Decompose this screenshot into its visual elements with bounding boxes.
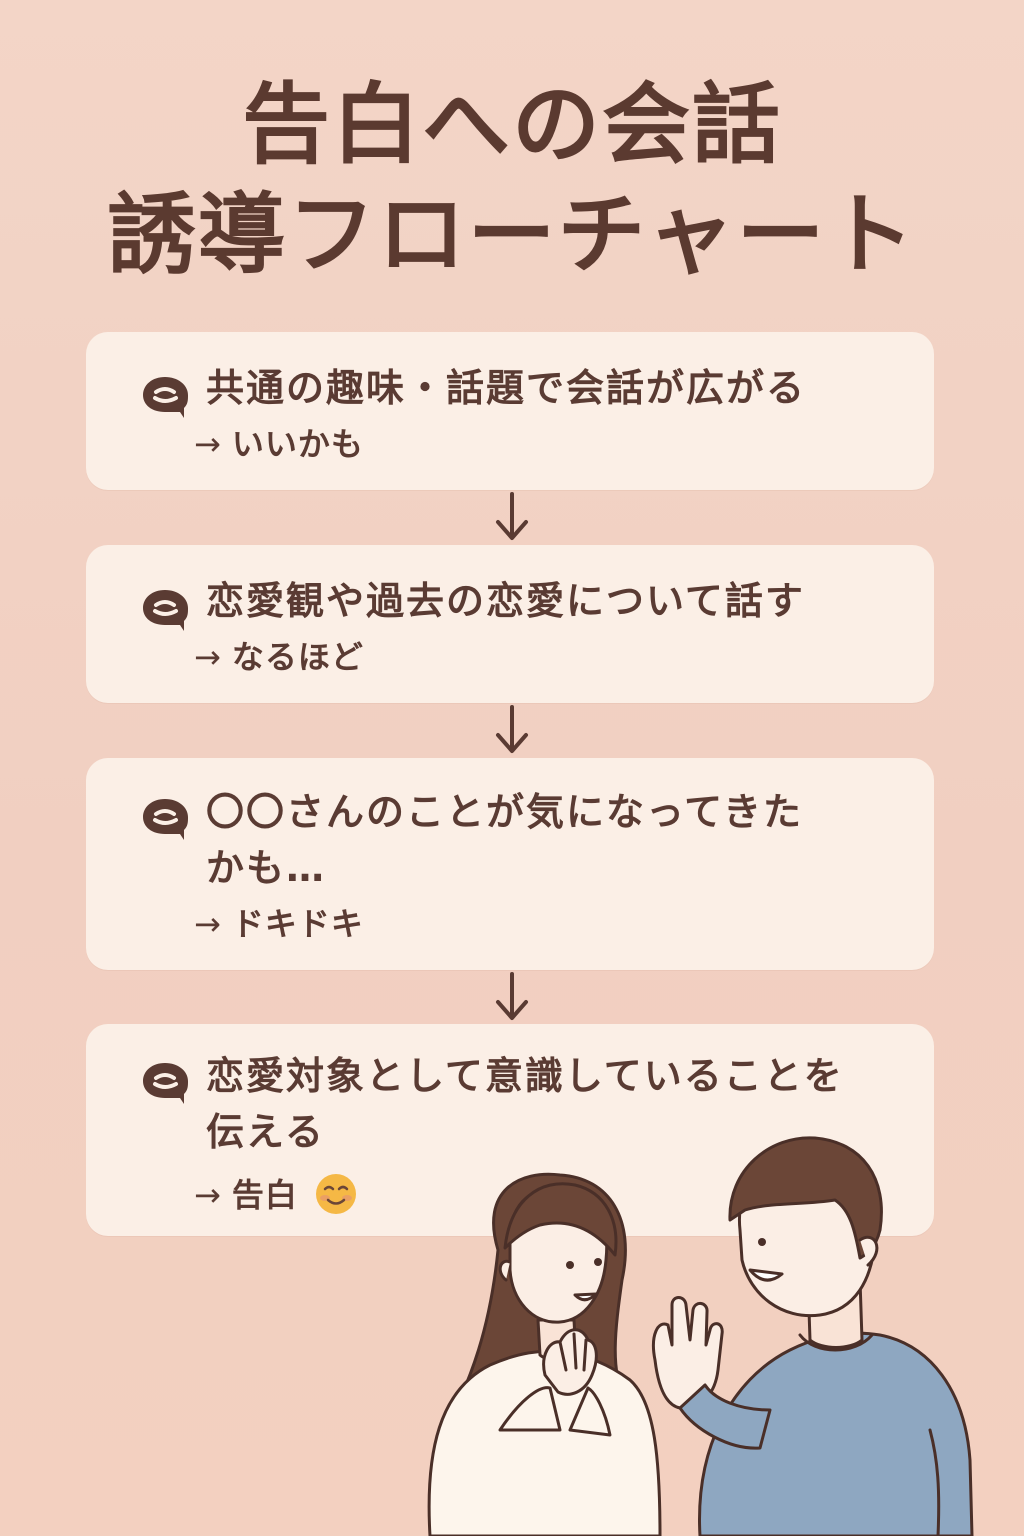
step-4-reaction: →告白 — [194, 1172, 358, 1216]
step-2-reaction: →なるほど — [194, 637, 364, 677]
step-3-text: 〇〇さんのことが気になってきた かも… — [206, 784, 894, 896]
flow-step-3: 〇〇さんのことが気になってきた かも… →ドキドキ — [86, 758, 934, 970]
step-4-text-line-1: 恋愛対象として意識していることを — [206, 1054, 844, 1098]
woman-figure — [427, 1172, 662, 1536]
down-arrow-icon — [496, 705, 528, 753]
down-arrow-icon — [496, 972, 528, 1020]
step-1-text: 共通の趣味・話題で会話が広がる — [206, 366, 807, 410]
step-2-text: 恋愛観や過去の恋愛について話す — [206, 579, 805, 623]
page-title: 告白への会話 誘導フローチャート — [0, 70, 1024, 290]
man-figure — [652, 1136, 974, 1536]
step-3-text-line-1: 〇〇さんのことが気になってきた — [206, 790, 803, 834]
step-1-reaction-text: いいかも — [231, 425, 364, 463]
step-3-reaction-text: ドキドキ — [231, 905, 364, 943]
speech-bubble-icon — [143, 377, 188, 418]
speech-bubble-icon — [143, 1063, 188, 1104]
flow-step-4: 恋愛対象として意識していることを 伝える →告白 — [86, 1024, 934, 1236]
step-4-text: 恋愛対象として意識していることを 伝える — [206, 1048, 894, 1160]
step-4-reaction-text: 告白 — [231, 1176, 298, 1214]
step-3-reaction: →ドキドキ — [194, 904, 364, 944]
right-arrow-icon: → — [194, 425, 222, 463]
speech-bubble-icon — [143, 799, 188, 840]
blushing-smile-emoji — [315, 1174, 356, 1214]
step-4-text-line-2: 伝える — [206, 1110, 325, 1154]
title-line-1: 告白への会話 — [241, 73, 782, 176]
right-arrow-icon: → — [194, 1176, 222, 1214]
couple-illustration — [427, 1136, 974, 1536]
step-3-text-line-2: かも… — [206, 846, 327, 890]
right-arrow-icon: → — [194, 905, 222, 943]
down-arrow-icon — [496, 492, 528, 540]
step-2-reaction-text: なるほど — [231, 638, 364, 676]
flow-step-2: 恋愛観や過去の恋愛について話す →なるほど — [86, 545, 934, 703]
right-arrow-icon: → — [194, 638, 222, 676]
step-1-reaction: →いいかも — [194, 424, 364, 464]
flow-step-1: 共通の趣味・話題で会話が広がる →いいかも — [86, 332, 934, 490]
title-line-2: 誘導フローチャート — [107, 183, 917, 286]
speech-bubble-icon — [143, 590, 188, 631]
